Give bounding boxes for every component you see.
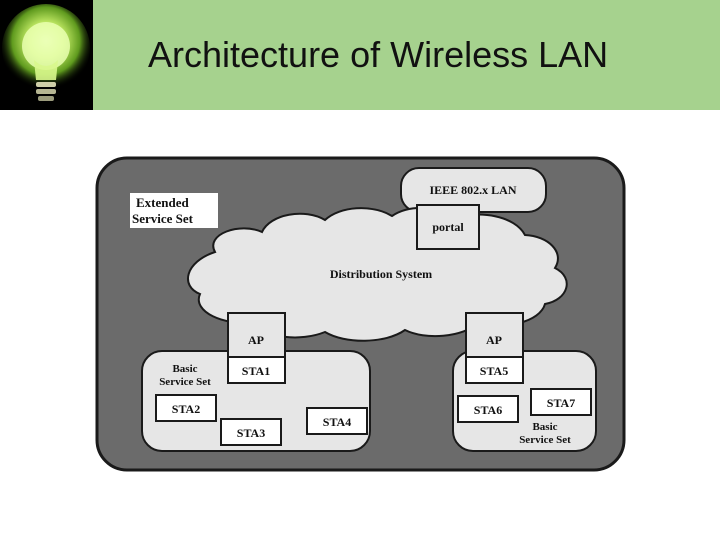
distribution-system-label: Distribution System (330, 267, 432, 281)
sta6-label: STA6 (474, 403, 502, 417)
lan-label: IEEE 802.x LAN (429, 183, 516, 197)
sta3-label: STA3 (237, 426, 265, 440)
logo-panel (0, 0, 93, 110)
sta4-label: STA4 (323, 415, 351, 429)
title-bar: Architecture of Wireless LAN (0, 0, 720, 110)
station-sta1 (227, 356, 286, 384)
station-sta7 (530, 388, 592, 416)
ess-label-line1: Extended (136, 195, 190, 210)
portal-label: portal (432, 220, 464, 234)
ess-label-line2: Service Set (132, 211, 194, 226)
sta2-label: STA2 (172, 402, 200, 416)
bss1-label-line2: Service Set (159, 376, 211, 388)
ess-label-box (130, 193, 218, 228)
slide-title: Architecture of Wireless LAN (148, 34, 609, 75)
station-sta5 (465, 356, 524, 384)
bss1-label-line1: Basic (172, 363, 197, 375)
sta5-label: STA5 (480, 364, 508, 378)
station-sta3 (220, 418, 282, 446)
station-sta4 (306, 407, 368, 435)
bss2-label-line1: Basic (532, 421, 557, 433)
sta7-label: STA7 (547, 396, 575, 410)
ap2-label: AP (486, 333, 502, 347)
station-sta2 (155, 394, 217, 422)
portal-box (416, 204, 480, 250)
sta1-label: STA1 (242, 364, 270, 378)
station-sta6 (457, 395, 519, 423)
light-bulb-icon (2, 4, 90, 101)
ap1-label: AP (248, 333, 264, 347)
bss2-label-line2: Service Set (519, 434, 571, 446)
